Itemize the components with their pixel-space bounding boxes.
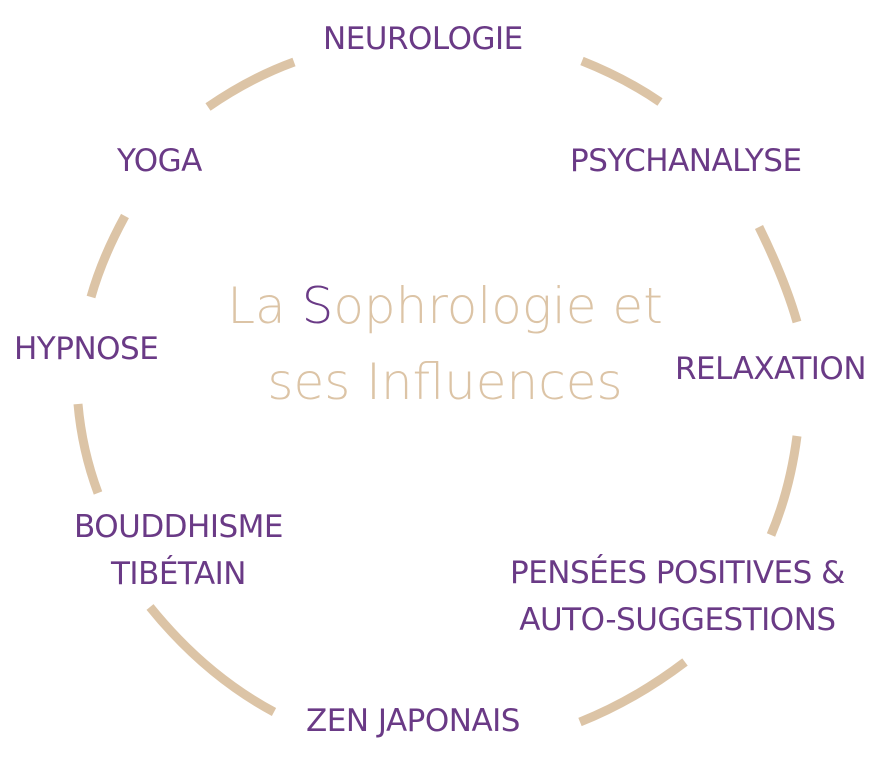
label-hypnose: HYPNOSE: [14, 331, 159, 367]
ring-arc: [73, 403, 103, 495]
center-title: La Sophrologie et ses Influences: [200, 268, 690, 420]
ring-arc: [205, 57, 296, 111]
ring-arc: [754, 225, 802, 324]
title-accent-letter: S: [301, 277, 334, 335]
label-pensees-line1: PENSÉES POSITIVES &: [510, 555, 845, 591]
label-psychanalyse: PSYCHANALYSE: [570, 143, 802, 179]
label-bouddhisme-tibetain: BOUDDHISME TIBÉTAIN: [74, 506, 284, 596]
ring-arc: [580, 56, 663, 106]
label-bouddhisme-line1: BOUDDHISME: [74, 509, 284, 545]
ring-arc: [146, 604, 277, 716]
ring-arc: [578, 658, 688, 727]
label-neurologie: NEUROLOGIE: [323, 21, 523, 57]
ring-arc: [766, 435, 802, 537]
label-yoga: YOGA: [117, 143, 202, 179]
center-title-line1: La Sophrologie et: [227, 277, 663, 335]
label-pensees-line2: AUTO-SUGGESTIONS: [519, 602, 836, 638]
center-title-line2: ses Influences: [267, 353, 623, 411]
label-relaxation: RELAXATION: [675, 351, 867, 387]
label-zen-japonais: ZEN JAPONAIS: [306, 703, 520, 739]
label-pensees-positives: PENSÉES POSITIVES & AUTO-SUGGESTIONS: [510, 552, 845, 642]
ring-arc: [86, 213, 129, 299]
label-bouddhisme-line2: TIBÉTAIN: [111, 556, 247, 592]
